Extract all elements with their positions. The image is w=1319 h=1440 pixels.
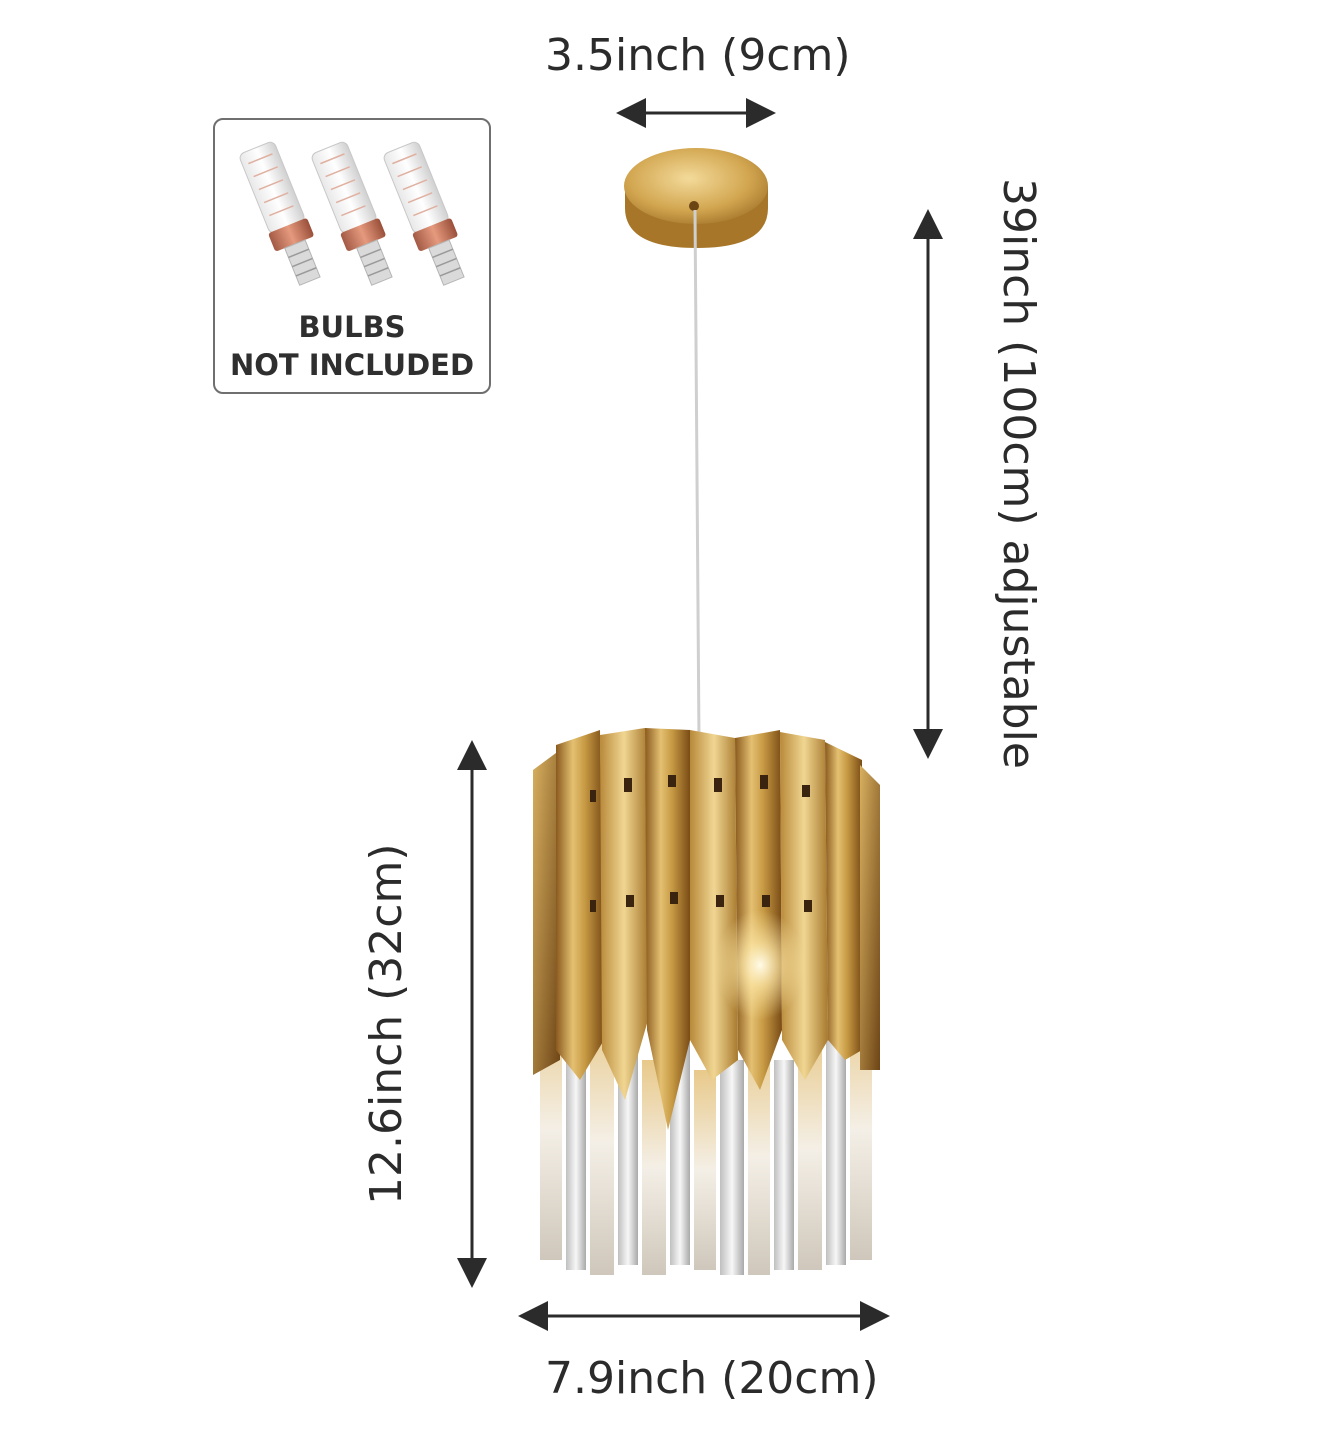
body-width-label: 7.9inch (20cm)	[545, 1353, 879, 1404]
led-corn-bulb-icon	[239, 141, 465, 286]
body-height-label: 12.6inch (32cm)	[361, 843, 412, 1205]
notice-line-2: NOT INCLUDED	[229, 348, 475, 382]
suspension-cable	[693, 209, 701, 741]
bulbs-not-included-notice: BULBS NOT INCLUDED	[213, 118, 491, 394]
light-glow	[715, 910, 805, 1020]
cable-length-label: 39inch (100cm) adjustable	[993, 178, 1044, 769]
top-width-label: 3.5inch (9cm)	[545, 30, 851, 81]
notice-line-1: BULBS	[298, 310, 406, 344]
notice-text: BULBS NOT INCLUDED	[215, 308, 489, 384]
